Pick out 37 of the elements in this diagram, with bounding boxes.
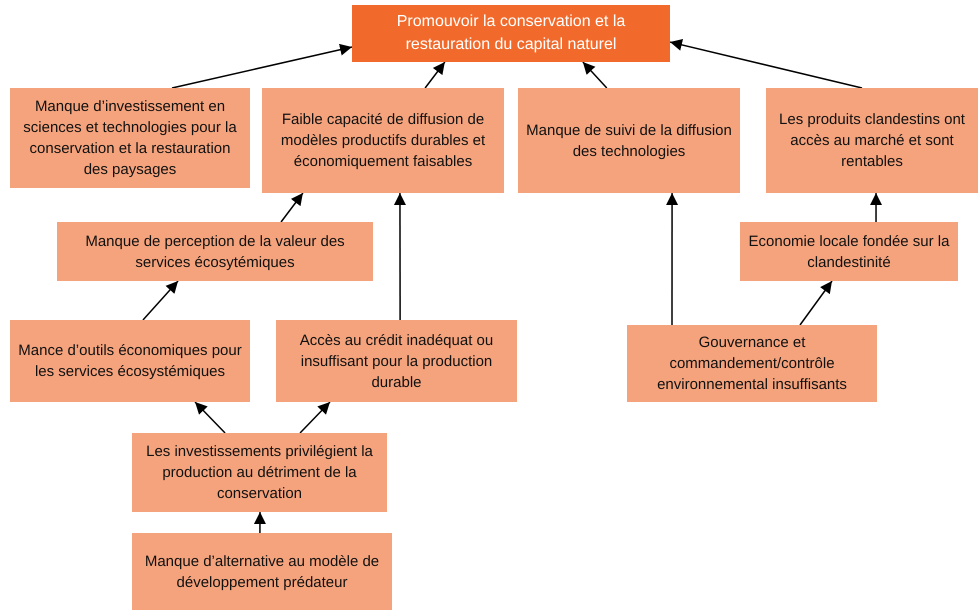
arrow — [799, 280, 833, 326]
problem-box — [766, 88, 978, 193]
box-label: Faible capacité de diffusion de modèles productifs durables et économiquement faisables — [280, 110, 486, 172]
arrow — [280, 192, 304, 222]
problem-box — [740, 222, 958, 281]
box-label: Manque de suivi de la diffusion des technologies — [525, 120, 733, 162]
arrow — [666, 193, 678, 325]
box-label: Manque de perception de la valeur des services écosytémiques — [84, 232, 346, 272]
arrow — [194, 401, 226, 434]
arrow — [254, 512, 266, 533]
arrow — [424, 62, 446, 88]
box-label: Accès au crédit inadéquat ou insuffisant pour la production durable — [298, 330, 494, 392]
problem-box — [10, 88, 250, 188]
box-label: Mance d’outils économiques pour les services écosystémiques — [17, 341, 243, 382]
box-label: Economie locale fondée sur la clandestinité — [748, 232, 950, 272]
goal-box — [352, 5, 670, 62]
arrow — [172, 44, 352, 89]
box-label: Promouvoir la conservation et la restauration du capital naturel — [396, 12, 626, 54]
arrow — [582, 62, 608, 88]
box-label: Manque d’alternative au modèle de développement prédateur — [144, 552, 380, 592]
box-label: Les investissements privilégient la production au détriment de la conservation — [145, 442, 374, 504]
box-label: Manque d’investissement en sciences et technologies pour la conservation et la restauration des paysages — [22, 97, 238, 180]
box-label: Les produits clandestins ont accès au marché et sont rentables — [778, 110, 966, 172]
box-label: Gouvernance et commandement/contrôle environnemental insuffisants — [656, 333, 848, 395]
problem-box — [627, 325, 877, 402]
arrow — [300, 401, 331, 434]
arrow — [142, 280, 179, 320]
arrow — [870, 193, 882, 222]
problem-box — [518, 88, 740, 193]
problem-box — [276, 320, 517, 402]
problem-box — [10, 320, 250, 402]
problem-box — [132, 433, 387, 512]
problem-box — [132, 533, 392, 610]
problem-box — [57, 222, 373, 281]
arrow — [394, 193, 406, 320]
problem-box — [262, 88, 504, 193]
arrow — [670, 39, 862, 89]
